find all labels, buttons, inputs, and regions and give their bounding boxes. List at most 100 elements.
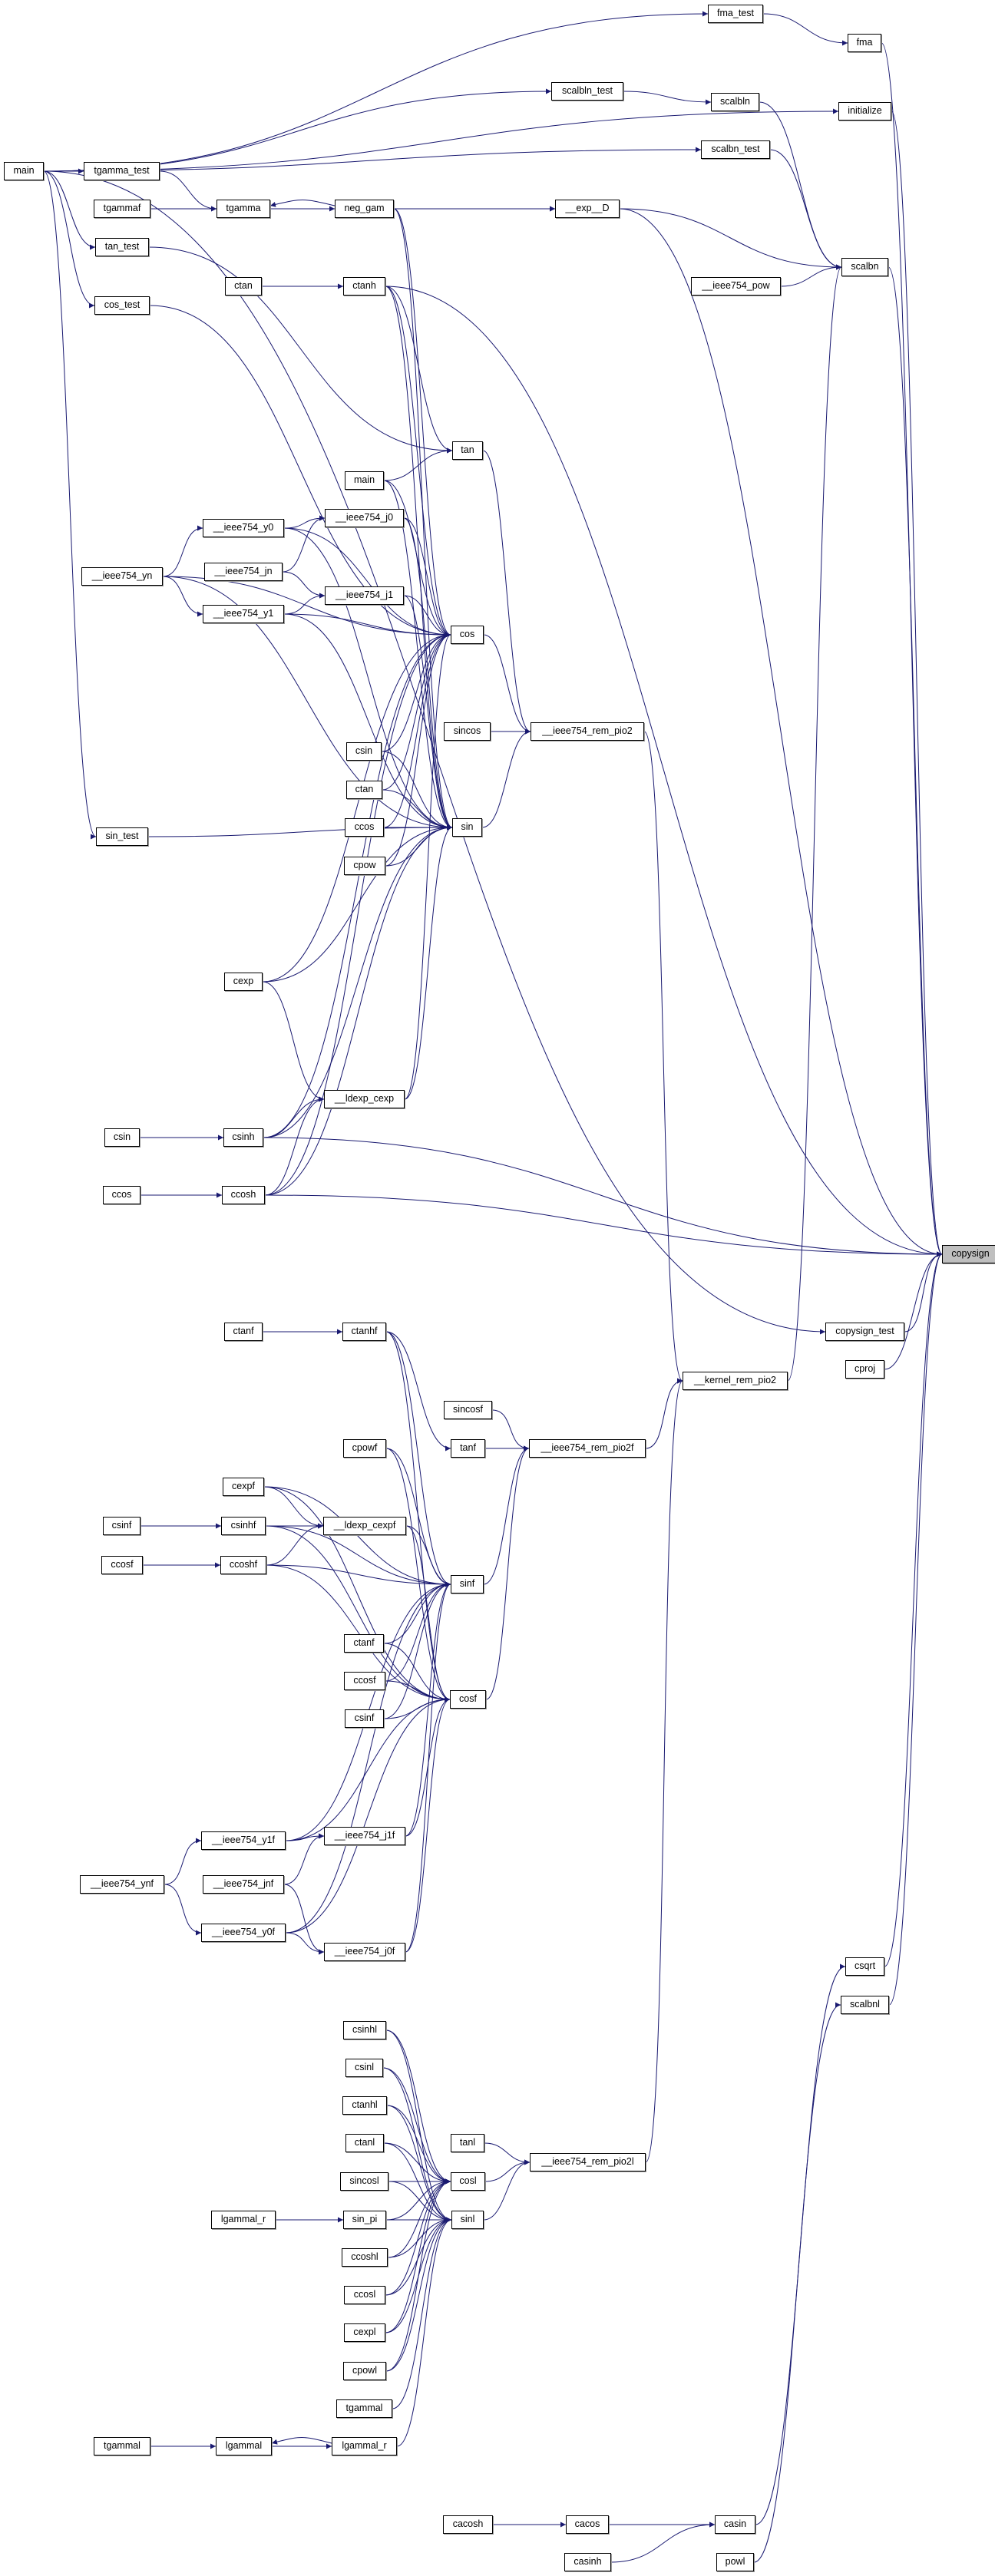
node-scalbln-test[interactable]: scalbln_test xyxy=(551,82,623,101)
node-sinl[interactable]: sinl xyxy=(451,2211,484,2229)
edge-rem_pio2f-to-kernel_rem_pio2 xyxy=(645,1378,683,1449)
edge-main_2-to-sin xyxy=(383,480,453,831)
node-cproj[interactable]: cproj xyxy=(845,1360,884,1379)
node-copysign-test[interactable]: copysign_test xyxy=(825,1323,904,1341)
node-cosl[interactable]: cosl xyxy=(451,2172,485,2191)
node-csinf[interactable]: csinf xyxy=(103,1517,140,1535)
node-scalbn-test[interactable]: scalbn_test xyxy=(701,140,770,159)
edge-cpowf-to-cosf xyxy=(385,1448,451,1702)
node-ctanf-2[interactable]: ctanf xyxy=(344,1634,384,1653)
node-rem-pio2f[interactable]: __ieee754_rem_pio2f xyxy=(529,1439,646,1458)
node-ccoshf[interactable]: ccoshf xyxy=(220,1556,266,1574)
node-csinf-2[interactable]: csinf xyxy=(345,1709,384,1728)
node-ldexp-cexpf[interactable]: __ldexp_cexpf xyxy=(323,1517,406,1535)
node-neg-gam[interactable]: neg_gam xyxy=(335,200,394,218)
node-ccos-2[interactable]: ccos xyxy=(103,1186,140,1204)
node-tanf[interactable]: tanf xyxy=(451,1439,485,1458)
node-cos[interactable]: cos xyxy=(451,626,484,644)
node-tan-test[interactable]: tan_test xyxy=(95,238,149,256)
node-jnf[interactable]: __ieee754_jnf xyxy=(203,1875,284,1894)
node-exp-D[interactable]: __exp__D xyxy=(555,200,620,218)
node-copysign[interactable]: copysign xyxy=(942,1245,995,1263)
node-cos-test[interactable]: cos_test xyxy=(94,296,150,315)
node-ieee754-pow[interactable]: __ieee754_pow xyxy=(691,277,781,296)
node-ccos[interactable]: ccos xyxy=(345,818,384,837)
node-ctanh[interactable]: ctanh xyxy=(343,277,385,296)
node-scalbn[interactable]: scalbn xyxy=(841,258,888,276)
node-tgammal[interactable]: tgammal xyxy=(336,2399,392,2418)
node-cexpl[interactable]: cexpl xyxy=(344,2323,385,2342)
node-yn[interactable]: __ieee754_yn xyxy=(81,567,163,586)
node-cacos[interactable]: cacos xyxy=(566,2515,609,2534)
node-j1[interactable]: __ieee754_j1 xyxy=(325,586,404,605)
node-tgamma-test[interactable]: tgamma_test xyxy=(84,162,160,180)
node-csinl[interactable]: csinl xyxy=(345,2059,383,2077)
node-cpowl[interactable]: cpowl xyxy=(343,2362,386,2380)
node-sin[interactable]: sin xyxy=(452,818,482,837)
node-cpowf[interactable]: cpowf xyxy=(343,1439,386,1458)
node-sincosf[interactable]: sincosf xyxy=(444,1401,492,1419)
node-sincosl[interactable]: sincosl xyxy=(340,2172,388,2191)
node-ctan[interactable]: ctan xyxy=(225,277,262,296)
node-cosf[interactable]: cosf xyxy=(450,1690,486,1709)
node-tanl[interactable]: tanl xyxy=(451,2134,484,2152)
node-ctanhf[interactable]: ctanhf xyxy=(342,1323,386,1341)
edge-tan-to-rem_pio2 xyxy=(482,450,531,735)
node-y1f[interactable]: __ieee754_y1f xyxy=(201,1831,286,1850)
node-main-2[interactable]: main xyxy=(345,471,384,490)
node-j1f[interactable]: __ieee754_j1f xyxy=(324,1827,405,1845)
node-csqrt[interactable]: csqrt xyxy=(845,1957,884,1976)
node-ldexp-cexp[interactable]: __ldexp_cexp xyxy=(324,1090,405,1108)
node-fma-test[interactable]: fma_test xyxy=(708,5,763,23)
node-jn[interactable]: __ieee754_jn xyxy=(204,563,283,581)
node-cexp[interactable]: cexp xyxy=(224,973,263,991)
node-main[interactable]: main xyxy=(4,162,44,180)
node-y0f[interactable]: __ieee754_y0f xyxy=(201,1924,286,1942)
node-ccosf-2[interactable]: ccosf xyxy=(344,1672,385,1690)
node-j0[interactable]: __ieee754_j0 xyxy=(325,509,404,527)
node-sincos[interactable]: sincos xyxy=(444,722,491,741)
node-lgammal-r-2[interactable]: lgammal_r xyxy=(332,2437,397,2455)
node-cacosh[interactable]: cacosh xyxy=(443,2515,493,2534)
node-csin-2[interactable]: csin xyxy=(104,1128,140,1147)
node-fma[interactable]: fma xyxy=(848,34,881,52)
node-lgammal[interactable]: lgammal xyxy=(216,2437,272,2455)
node-tgammaf[interactable]: tgammaf xyxy=(94,200,150,218)
node-csin[interactable]: csin xyxy=(346,742,382,761)
node-j0f[interactable]: __ieee754_j0f xyxy=(324,1943,405,1961)
node-kernel-rem-pio2[interactable]: __kernel_rem_pio2 xyxy=(683,1372,788,1390)
node-ccoshl[interactable]: ccoshl xyxy=(342,2248,388,2267)
node-ynf[interactable]: __ieee754_ynf xyxy=(80,1875,164,1894)
node-scalbln[interactable]: scalbln xyxy=(711,93,759,111)
node-casinh[interactable]: casinh xyxy=(564,2553,611,2571)
node-sinf[interactable]: sinf xyxy=(451,1575,484,1593)
node-y0[interactable]: __ieee754_y0 xyxy=(203,519,284,537)
node-sin-test[interactable]: sin_test xyxy=(96,827,148,846)
node-cpow[interactable]: cpow xyxy=(344,857,385,875)
node-ccosl[interactable]: ccosl xyxy=(344,2286,385,2304)
node-tgammal-2[interactable]: tgammal xyxy=(94,2437,150,2455)
node-ccosf[interactable]: ccosf xyxy=(101,1556,143,1574)
node-ctan-2[interactable]: ctan xyxy=(346,781,382,799)
node-ctanf[interactable]: ctanf xyxy=(224,1323,263,1341)
node-casin[interactable]: casin xyxy=(715,2515,755,2534)
node-powl[interactable]: powl xyxy=(716,2553,754,2571)
node-ctanl[interactable]: ctanl xyxy=(345,2134,384,2152)
node-csinh[interactable]: csinh xyxy=(223,1128,263,1147)
node-sin-pi[interactable]: sin_pi xyxy=(343,2211,386,2229)
node-rem-pio2l[interactable]: __ieee754_rem_pio2l xyxy=(530,2153,646,2171)
edge-tanl-to-rem_pio2l xyxy=(484,2142,531,2165)
node-rem-pio2[interactable]: __ieee754_rem_pio2 xyxy=(531,722,644,741)
node-csinhf[interactable]: csinhf xyxy=(221,1517,266,1535)
node-y1[interactable]: __ieee754_y1 xyxy=(203,605,284,623)
node-initialize[interactable]: initialize xyxy=(838,102,891,121)
node-lgammal-r[interactable]: lgammal_r xyxy=(211,2211,276,2229)
node-ctanhl[interactable]: ctanhl xyxy=(342,2096,387,2115)
edge-y1-to-cos xyxy=(283,613,451,638)
node-tgamma[interactable]: tgamma xyxy=(217,200,270,218)
node-cexpf[interactable]: cexpf xyxy=(223,1478,264,1496)
node-scalbnl[interactable]: scalbnl xyxy=(841,1996,889,2014)
node-ccosh[interactable]: ccosh xyxy=(222,1186,265,1204)
node-tan[interactable]: tan xyxy=(452,441,483,460)
node-csinhl[interactable]: csinhl xyxy=(343,2021,386,2039)
